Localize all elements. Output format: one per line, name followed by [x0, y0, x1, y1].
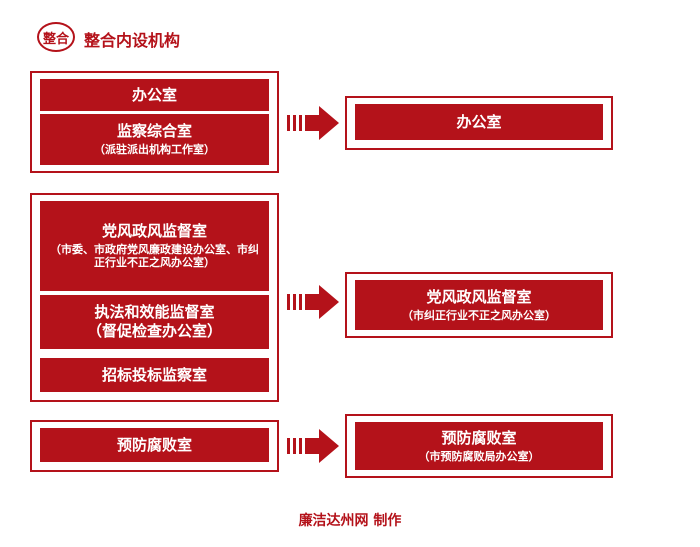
group-1-arrow-icon — [287, 106, 339, 140]
box-title: 监察综合室 — [116, 122, 192, 141]
box-title: 招标投标监察室 — [101, 365, 207, 384]
group-3-source-anti-corruption: 预防腐败室 — [40, 428, 269, 462]
box-subtitle: （市预防腐败局办公室） — [418, 449, 540, 463]
group-3-target-anti-corruption: 预防腐败室 （市预防腐败局办公室） — [355, 422, 603, 470]
box-title: 预防腐败室 — [116, 435, 192, 454]
box-subtitle: （市纠正行业不正之风办公室） — [402, 308, 556, 322]
box-title: 党风政风监督室 — [101, 221, 207, 240]
group-2-source-law-enforcement: 执法和效能监督室 （督促检查办公室） — [40, 295, 269, 349]
diagram-title: 整合内设机构 — [84, 31, 181, 50]
box-title: 预防腐败室 — [441, 428, 517, 447]
group-2-source-party-style: 党风政风监督室 （市委、市政府党风廉政建设办公室、市纠正行业不正之风办公室） — [40, 201, 269, 291]
box-subtitle: （市委、市政府党风廉政建设办公室、市纠正行业不正之风办公室） — [50, 242, 259, 270]
box-title: 办公室 — [456, 112, 502, 131]
box-title: 执法和效能监督室 — [94, 303, 215, 322]
group-3-arrow-icon — [287, 429, 339, 463]
group-2-source-bidding: 招标投标监察室 — [40, 358, 269, 392]
group-1-source-supervision: 监察综合室 （派驻派出机构工作室） — [40, 114, 269, 165]
footer-credit: 廉洁达州网 制作 — [298, 513, 402, 529]
merge-badge: 整合 — [37, 22, 75, 52]
box-subtitle: （派驻派出机构工作室） — [94, 143, 215, 156]
group-1-source-office: 办公室 — [40, 79, 269, 111]
box-title: 办公室 — [131, 85, 177, 104]
group-2-target-party-style: 党风政风监督室 （市纠正行业不正之风办公室） — [355, 280, 603, 330]
box-title: 党风政风监督室 — [426, 287, 532, 306]
box-subtitle: （督促检查办公室） — [86, 322, 222, 340]
group-2-arrow-icon — [287, 285, 339, 319]
group-1-target-office: 办公室 — [355, 104, 603, 140]
